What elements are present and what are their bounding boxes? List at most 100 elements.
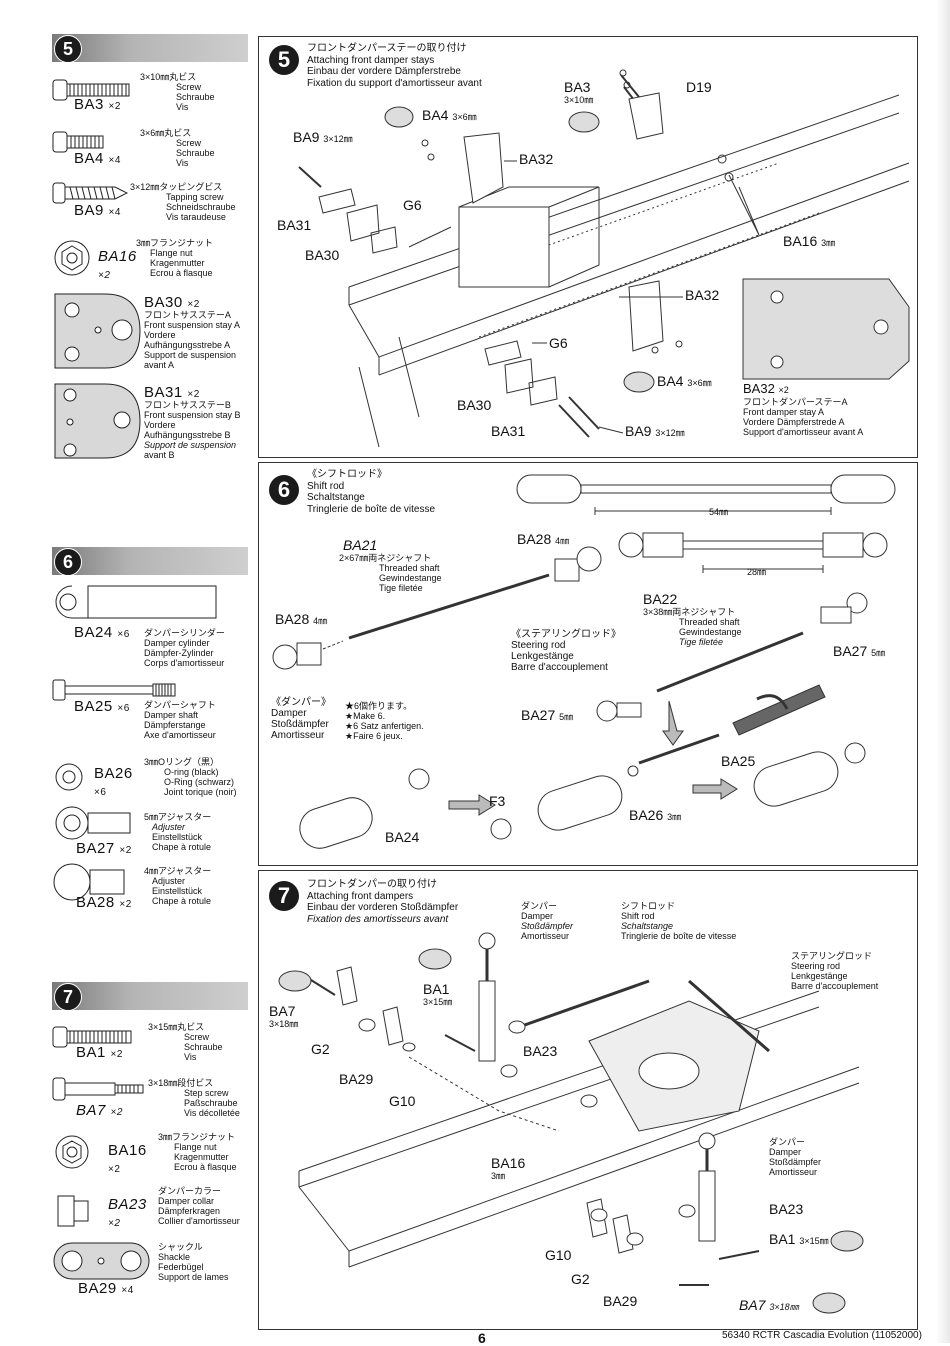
title-ja: フロントダンパーステーの取り付け [307,43,467,54]
part-name-en: Front suspension stay B [144,410,241,420]
part-size: フロントサスステーA [144,310,231,320]
label-ba7-a-size: 3×18㎜ [269,1019,299,1029]
part-name-fr: Vis [176,102,189,112]
part-qty: ×4 [121,1285,134,1296]
panel6-number: 6 [269,475,299,505]
part-size: 3×6㎜丸ビス [140,128,192,138]
part-code: BA26 [94,765,133,782]
panel6-title: 《シフトロッド》 Shift rod Schaltstange Tringler… [307,469,436,515]
footer-model: 56340 RCTR Cascadia Evolution (11052000) [722,1330,922,1341]
part-code: BA31 [144,384,183,401]
part-name-de: Schneidschraube [166,202,236,212]
label-ba9-top: BA9 3×12㎜ [293,129,353,145]
label-ba23-b: BA23 [769,1201,804,1217]
part-size: 3×10㎜丸ビス [140,72,197,82]
part-name-fr: Ecrou à flasque [150,268,213,278]
step6-number: 6 [54,548,82,576]
title-de: Einbau der vordere Dämpferstrebe [307,66,461,77]
label-ba30-top: BA30 [305,247,340,263]
part-name-fr-1: Support de suspension [144,350,237,360]
label-ba1-a: BA1 [423,981,450,997]
label-ba1-a-size: 3×15㎜ [423,997,453,1007]
label-ba7-a: BA7 [269,1003,296,1019]
part-code: BA3 [74,96,104,113]
dim-54mm: 54㎜ [709,507,729,517]
part-code: BA30 [144,294,183,311]
part-name-fr: Chape à rotule [152,896,212,906]
part-name-de: Paßschraube [184,1098,238,1108]
part-size: 3×15㎜丸ビス [148,1022,205,1032]
label-ba24: BA24 [385,829,420,845]
part-code: BA9 [74,202,104,219]
part-name-de: Schraube [176,92,215,102]
part-qty: ×4 [108,155,121,166]
dim-28mm: 28㎜ [747,567,767,577]
part-qty: ×2 [119,845,132,856]
label-ba31-top: BA31 [277,217,312,233]
part-name-en: Screw [176,82,202,92]
step7-header: 7 [52,982,248,1011]
label-ba1-b: BA1 3×15㎜ [769,1231,829,1247]
ba28-adjuster-drawing [53,863,125,901]
part-name-fr: Ecrou à flasque [174,1162,237,1172]
part-qty: ×2 [187,299,200,310]
part-size: 3㎜フランジナット [158,1132,236,1142]
part-name-de: Kragenmutter [150,258,205,268]
part-code: BA16 [98,248,137,265]
label-ba28-b: BA28 4㎜ [275,611,328,627]
ba9-screw-drawing [52,182,129,204]
part-name-fr: Joint torique (noir) [164,787,237,797]
label-ba23-a: BA23 [523,1043,558,1059]
title-en: Attaching front damper stays [307,54,435,66]
label-ba16: BA16 3㎜ [783,233,836,249]
part-name-de: Dämpferkragen [158,1206,221,1216]
part-name-de-2: Aufhängungsstrebe B [144,430,231,440]
label-g2-a: G2 [311,1041,330,1057]
part-qty: ×2 [119,899,132,910]
ba27-adjuster-drawing [55,806,131,840]
part-name-de: Dämpfer-Zylinder [144,648,214,658]
panel-step7: 7 フロントダンパーの取り付け Attaching front dampers … [258,870,918,1330]
label-ba32-top: BA32 [519,151,554,167]
part-name-fr-2: avant A [144,360,175,370]
inset-ba32-names: フロントダンパーステーA Front damper stay A Vordere… [743,397,864,437]
ba26-oring-drawing [55,763,83,791]
part-name-fr: Support de lames [158,1272,229,1282]
part-name-en: Damper cylinder [144,638,210,648]
label-g6-top: G6 [403,197,422,213]
label-d19: D19 [686,79,712,95]
part-name-fr: Corps d'amortisseur [144,658,225,668]
step5-number: 5 [54,35,82,63]
part-size: 3㎜フランジナット [136,238,214,248]
part-qty: ×2 [108,101,121,112]
part-code: BA27 [76,840,115,857]
shift-rod-caption: シフトロッド Shift rod Schaltstange Tringlerie… [621,901,737,941]
part-size: ダンパーカラー [158,1186,222,1196]
step5-header: 5 [52,34,248,63]
part-name-de: Schraube [184,1042,223,1052]
label-ba31-bot: BA31 [491,423,526,439]
part-name-en: O-ring (black) [164,767,219,777]
step6-header: 6 [52,547,248,576]
part-code: BA7 [76,1102,106,1119]
part-code: BA24 [74,624,113,641]
ba7-screw-drawing [52,1077,144,1101]
part-name-de: Federbügel [158,1262,204,1272]
panel-step5: 5 フロントダンパーステーの取り付け Attaching front dampe… [258,36,918,458]
part-name-fr: Collier d'amortisseur [158,1216,240,1226]
part-qty: ×6 [94,787,107,798]
part-qty: ×2 [98,270,111,281]
part-name-de: Kragenmutter [174,1152,229,1162]
part-code: BA4 [74,150,104,167]
ba31-plate-drawing [54,383,141,459]
label-ba25: BA25 [721,753,756,769]
part-name-de: Dämpferstange [144,720,206,730]
steering-rod-caption-7: ステアリングロッド Steering rod Lenkgestänge Barr… [791,951,879,991]
part-size: 3×12㎜タッピングビス [130,182,223,192]
part-name-fr-2: avant B [144,450,175,460]
part-name-en: Damper shaft [144,710,199,720]
make-six-note: ★6個作ります。 ★Make 6. ★6 Satz anfertigen. ★F… [345,701,424,741]
part-size: ダンパーシリンダー [144,628,225,638]
part-size: 4㎜アジャスター [144,866,212,876]
label-ba22: BA22 [643,591,678,607]
